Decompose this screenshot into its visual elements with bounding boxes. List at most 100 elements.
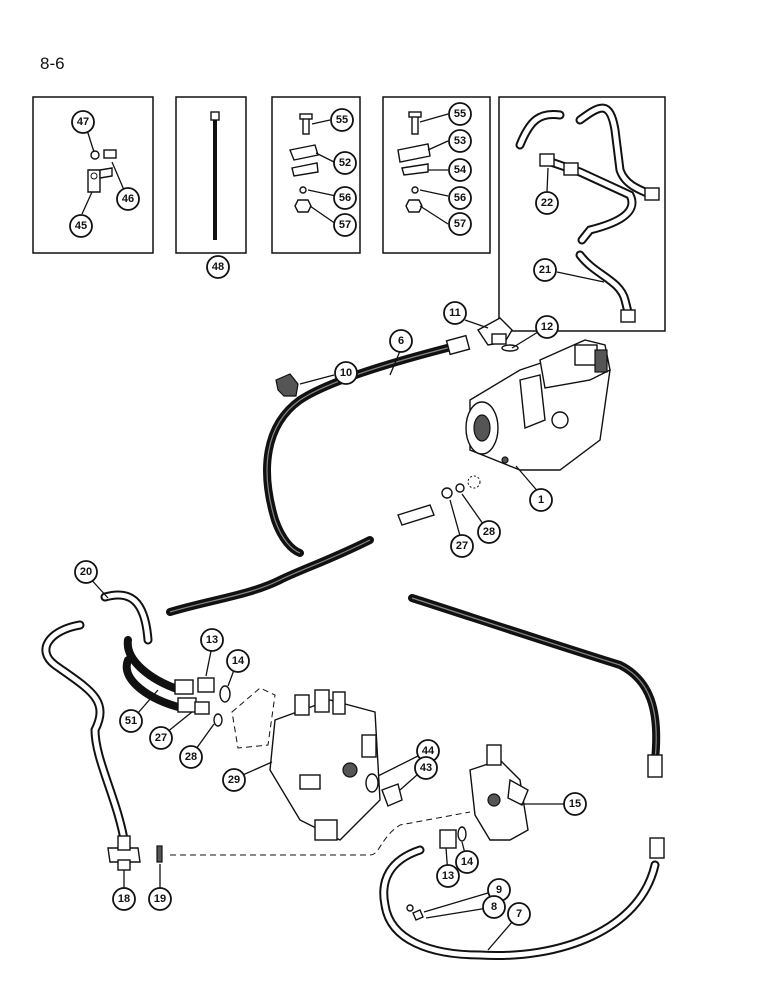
o-ring-44 bbox=[365, 773, 379, 793]
callout-46: 46 bbox=[116, 187, 140, 211]
tube-20 bbox=[41, 590, 153, 850]
callout-20: 20 bbox=[74, 560, 98, 584]
fittings-valve-right bbox=[439, 826, 467, 849]
svg-text:13: 13 bbox=[442, 870, 454, 882]
svg-text:43: 43 bbox=[420, 762, 432, 774]
svg-text:10: 10 bbox=[340, 367, 352, 379]
svg-text:28: 28 bbox=[185, 751, 197, 763]
elbow-fitting bbox=[476, 317, 513, 346]
callout-11: 11 bbox=[443, 301, 467, 325]
svg-text:21: 21 bbox=[539, 264, 551, 276]
plug-43 bbox=[381, 783, 403, 807]
svg-text:20: 20 bbox=[80, 566, 92, 578]
page-number: 8-6 bbox=[40, 54, 65, 73]
callout-56a: 56 bbox=[333, 186, 357, 210]
callout-55a: 55 bbox=[330, 108, 354, 132]
callout-1: 1 bbox=[529, 488, 553, 512]
svg-text:55: 55 bbox=[336, 114, 348, 126]
svg-text:22: 22 bbox=[541, 197, 553, 209]
svg-text:13: 13 bbox=[206, 634, 218, 646]
callout-48: 48 bbox=[206, 255, 230, 279]
inset-box-clip-a bbox=[271, 96, 361, 254]
dashed-line bbox=[170, 811, 471, 856]
inset-box-clip-b bbox=[382, 96, 491, 254]
callout-56b: 56 bbox=[448, 186, 472, 210]
svg-text:54: 54 bbox=[454, 164, 467, 176]
callout-27b: 27 bbox=[149, 726, 173, 750]
callout-54: 54 bbox=[448, 158, 472, 182]
callout-57a: 57 bbox=[333, 213, 357, 237]
callout-18: 18 bbox=[112, 887, 136, 911]
svg-text:18: 18 bbox=[118, 893, 130, 905]
callout-13b: 13 bbox=[436, 864, 460, 888]
svg-text:11: 11 bbox=[449, 307, 461, 319]
svg-text:48: 48 bbox=[212, 261, 224, 273]
clip-10 bbox=[275, 373, 299, 397]
tube-7 bbox=[379, 837, 665, 961]
hose-6 bbox=[263, 334, 471, 557]
svg-text:27: 27 bbox=[456, 540, 468, 552]
callout-55b: 55 bbox=[448, 102, 472, 126]
callout-7: 7 bbox=[507, 902, 531, 926]
svg-text:46: 46 bbox=[122, 193, 134, 205]
svg-text:56: 56 bbox=[454, 192, 466, 204]
inset-box-tie-strap bbox=[175, 96, 247, 254]
hydraulic-pump bbox=[465, 339, 611, 471]
gasket bbox=[231, 687, 276, 749]
callout-14a: 14 bbox=[226, 649, 250, 673]
callout-15: 15 bbox=[563, 792, 587, 816]
tee-fitting-18 bbox=[107, 835, 141, 871]
callout-10: 10 bbox=[334, 361, 358, 385]
svg-text:51: 51 bbox=[125, 715, 137, 727]
svg-text:15: 15 bbox=[569, 798, 581, 810]
callout-57b: 57 bbox=[448, 212, 472, 236]
svg-text:57: 57 bbox=[339, 219, 351, 231]
adapter-fitting-pump bbox=[397, 475, 481, 526]
callout-14b: 14 bbox=[455, 850, 479, 874]
callout-28b: 28 bbox=[179, 745, 203, 769]
callout-19: 19 bbox=[148, 887, 172, 911]
inset-box-clamp bbox=[32, 96, 154, 254]
svg-text:29: 29 bbox=[228, 774, 240, 786]
callout-12: 12 bbox=[535, 315, 559, 339]
svg-text:45: 45 bbox=[75, 220, 87, 232]
svg-text:14: 14 bbox=[232, 655, 245, 667]
svg-text:7: 7 bbox=[516, 908, 522, 920]
svg-text:19: 19 bbox=[154, 893, 166, 905]
svg-text:52: 52 bbox=[339, 157, 351, 169]
callout-43: 43 bbox=[414, 756, 438, 780]
callout-6: 6 bbox=[389, 329, 413, 353]
svg-text:27: 27 bbox=[155, 732, 167, 744]
callout-53: 53 bbox=[448, 129, 472, 153]
svg-text:44: 44 bbox=[422, 745, 435, 757]
control-valve bbox=[269, 689, 381, 841]
svg-text:57: 57 bbox=[454, 218, 466, 230]
inset-box-tubes bbox=[498, 96, 666, 332]
hose-long bbox=[166, 536, 374, 616]
callout-28a: 28 bbox=[477, 520, 501, 544]
svg-text:14: 14 bbox=[461, 856, 474, 868]
svg-text:8: 8 bbox=[491, 901, 497, 913]
callout-29: 29 bbox=[222, 768, 246, 792]
fittings-valve-left bbox=[194, 677, 231, 727]
svg-text:56: 56 bbox=[339, 192, 351, 204]
svg-text:55: 55 bbox=[454, 108, 466, 120]
parts-8-9 bbox=[406, 904, 424, 921]
svg-text:6: 6 bbox=[398, 335, 404, 347]
svg-text:12: 12 bbox=[541, 321, 553, 333]
svg-text:53: 53 bbox=[454, 135, 466, 147]
callout-45: 45 bbox=[69, 214, 93, 238]
callout-21: 21 bbox=[533, 258, 557, 282]
svg-text:28: 28 bbox=[483, 526, 495, 538]
restrictor-19 bbox=[156, 845, 163, 863]
callout-22: 22 bbox=[535, 191, 559, 215]
callout-51: 51 bbox=[119, 709, 143, 733]
callout-47: 47 bbox=[71, 110, 95, 134]
svg-text:47: 47 bbox=[77, 116, 89, 128]
callout-52: 52 bbox=[333, 151, 357, 175]
hose-51 bbox=[122, 636, 197, 713]
callout-27a: 27 bbox=[450, 534, 474, 558]
svg-text:9: 9 bbox=[496, 884, 502, 896]
priority-valve bbox=[469, 744, 529, 841]
